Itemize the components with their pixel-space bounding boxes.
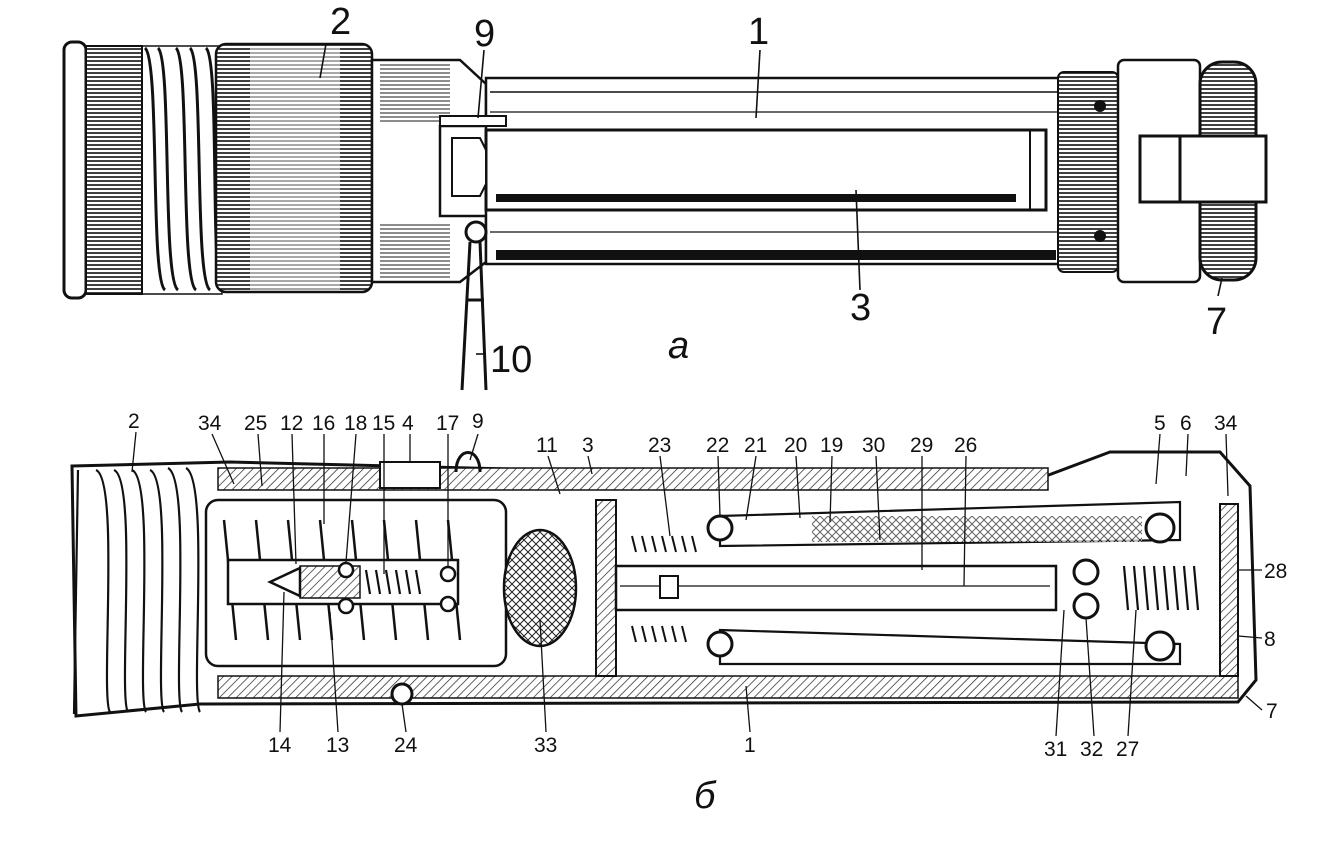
label-b8: 8 xyxy=(1264,628,1276,651)
pivot-22 xyxy=(706,514,734,542)
pivot-rear-top xyxy=(1144,512,1176,544)
end-plug xyxy=(1138,60,1268,282)
striker-spring xyxy=(364,569,422,595)
label-b12: 12 xyxy=(280,412,303,435)
label-b17: 17 xyxy=(436,412,459,435)
label-b28: 28 xyxy=(1264,560,1287,583)
main-tube xyxy=(484,76,1068,266)
label-b27: 27 xyxy=(1116,738,1139,761)
label-b16: 16 xyxy=(312,412,335,435)
label-3: 3 xyxy=(850,287,871,329)
label-b11: 11 xyxy=(536,434,558,457)
section-view xyxy=(70,431,1263,737)
safety-pin xyxy=(460,220,488,391)
external-view xyxy=(62,40,1268,391)
labels-view-b: 2 34 25 12 16 18 15 4 17 9 11 3 23 22 21… xyxy=(128,410,1287,817)
ball-32-top xyxy=(1072,558,1100,586)
housing-wall-top xyxy=(217,467,1049,491)
label-2: 2 xyxy=(330,1,351,43)
label-b19: 19 xyxy=(820,434,843,457)
label-b29: 29 xyxy=(910,434,933,457)
label-b24: 24 xyxy=(394,734,418,757)
ball-17 xyxy=(439,565,457,583)
label-b21: 21 xyxy=(744,434,767,457)
label-b34-left: 34 xyxy=(198,412,222,435)
capsule-33 xyxy=(502,528,578,648)
caption-b: б xyxy=(694,775,717,817)
label-b4: 4 xyxy=(402,412,414,435)
pivot-rear-bottom xyxy=(1144,630,1176,662)
label-b14: 14 xyxy=(268,734,292,757)
label-b25: 25 xyxy=(244,412,267,435)
label-b26: 26 xyxy=(954,434,977,457)
label-b15: 15 xyxy=(372,412,395,435)
label-b2: 2 xyxy=(128,410,140,433)
label-b30: 30 xyxy=(862,434,885,457)
label-b34-right: 34 xyxy=(1214,412,1238,435)
bellows-spiral xyxy=(141,45,224,295)
latch-clip xyxy=(439,115,507,197)
bellows-section xyxy=(72,467,202,715)
label-9: 9 xyxy=(474,13,495,55)
filler-19 xyxy=(812,516,1142,542)
label-b1: 1 xyxy=(744,734,756,757)
ball-18 xyxy=(337,561,355,579)
rod-26 xyxy=(614,564,1058,612)
head-body xyxy=(214,42,374,294)
label-b13: 13 xyxy=(326,734,349,757)
ball-13 xyxy=(337,597,355,615)
labels-view-a: 2 9 1 3 7 10 а xyxy=(330,1,1227,381)
label-b32: 32 xyxy=(1080,738,1103,761)
tab-4 xyxy=(379,461,441,489)
label-b7: 7 xyxy=(1266,700,1278,723)
ball-17b xyxy=(439,595,457,613)
label-b5: 5 xyxy=(1154,412,1166,435)
leader-lines-bottom xyxy=(131,431,1263,737)
caption-a: а xyxy=(668,325,689,367)
pivot-lower xyxy=(706,630,734,658)
label-b9: 9 xyxy=(472,410,484,433)
spring-23 xyxy=(631,535,697,643)
label-1: 1 xyxy=(748,11,769,53)
label-b6: 6 xyxy=(1180,412,1192,435)
partition xyxy=(595,499,617,677)
label-b3: 3 xyxy=(582,434,594,457)
rear-plate xyxy=(1219,503,1239,677)
housing-wall-bottom xyxy=(217,675,1239,699)
ball-24 xyxy=(390,682,414,706)
label-b23: 23 xyxy=(648,434,671,457)
label-b31: 31 xyxy=(1044,738,1067,761)
ball-32 xyxy=(1072,592,1100,620)
striker-tip xyxy=(267,566,302,598)
end-cap-left xyxy=(62,40,143,300)
label-b18: 18 xyxy=(344,412,367,435)
label-b22: 22 xyxy=(706,434,729,457)
label-7: 7 xyxy=(1206,301,1227,343)
label-b20: 20 xyxy=(784,434,807,457)
label-10: 10 xyxy=(490,339,532,381)
hook-9 xyxy=(454,451,482,473)
spring-27 xyxy=(1122,565,1200,611)
leader-lines-top xyxy=(319,43,1223,355)
label-b33: 33 xyxy=(534,734,557,757)
